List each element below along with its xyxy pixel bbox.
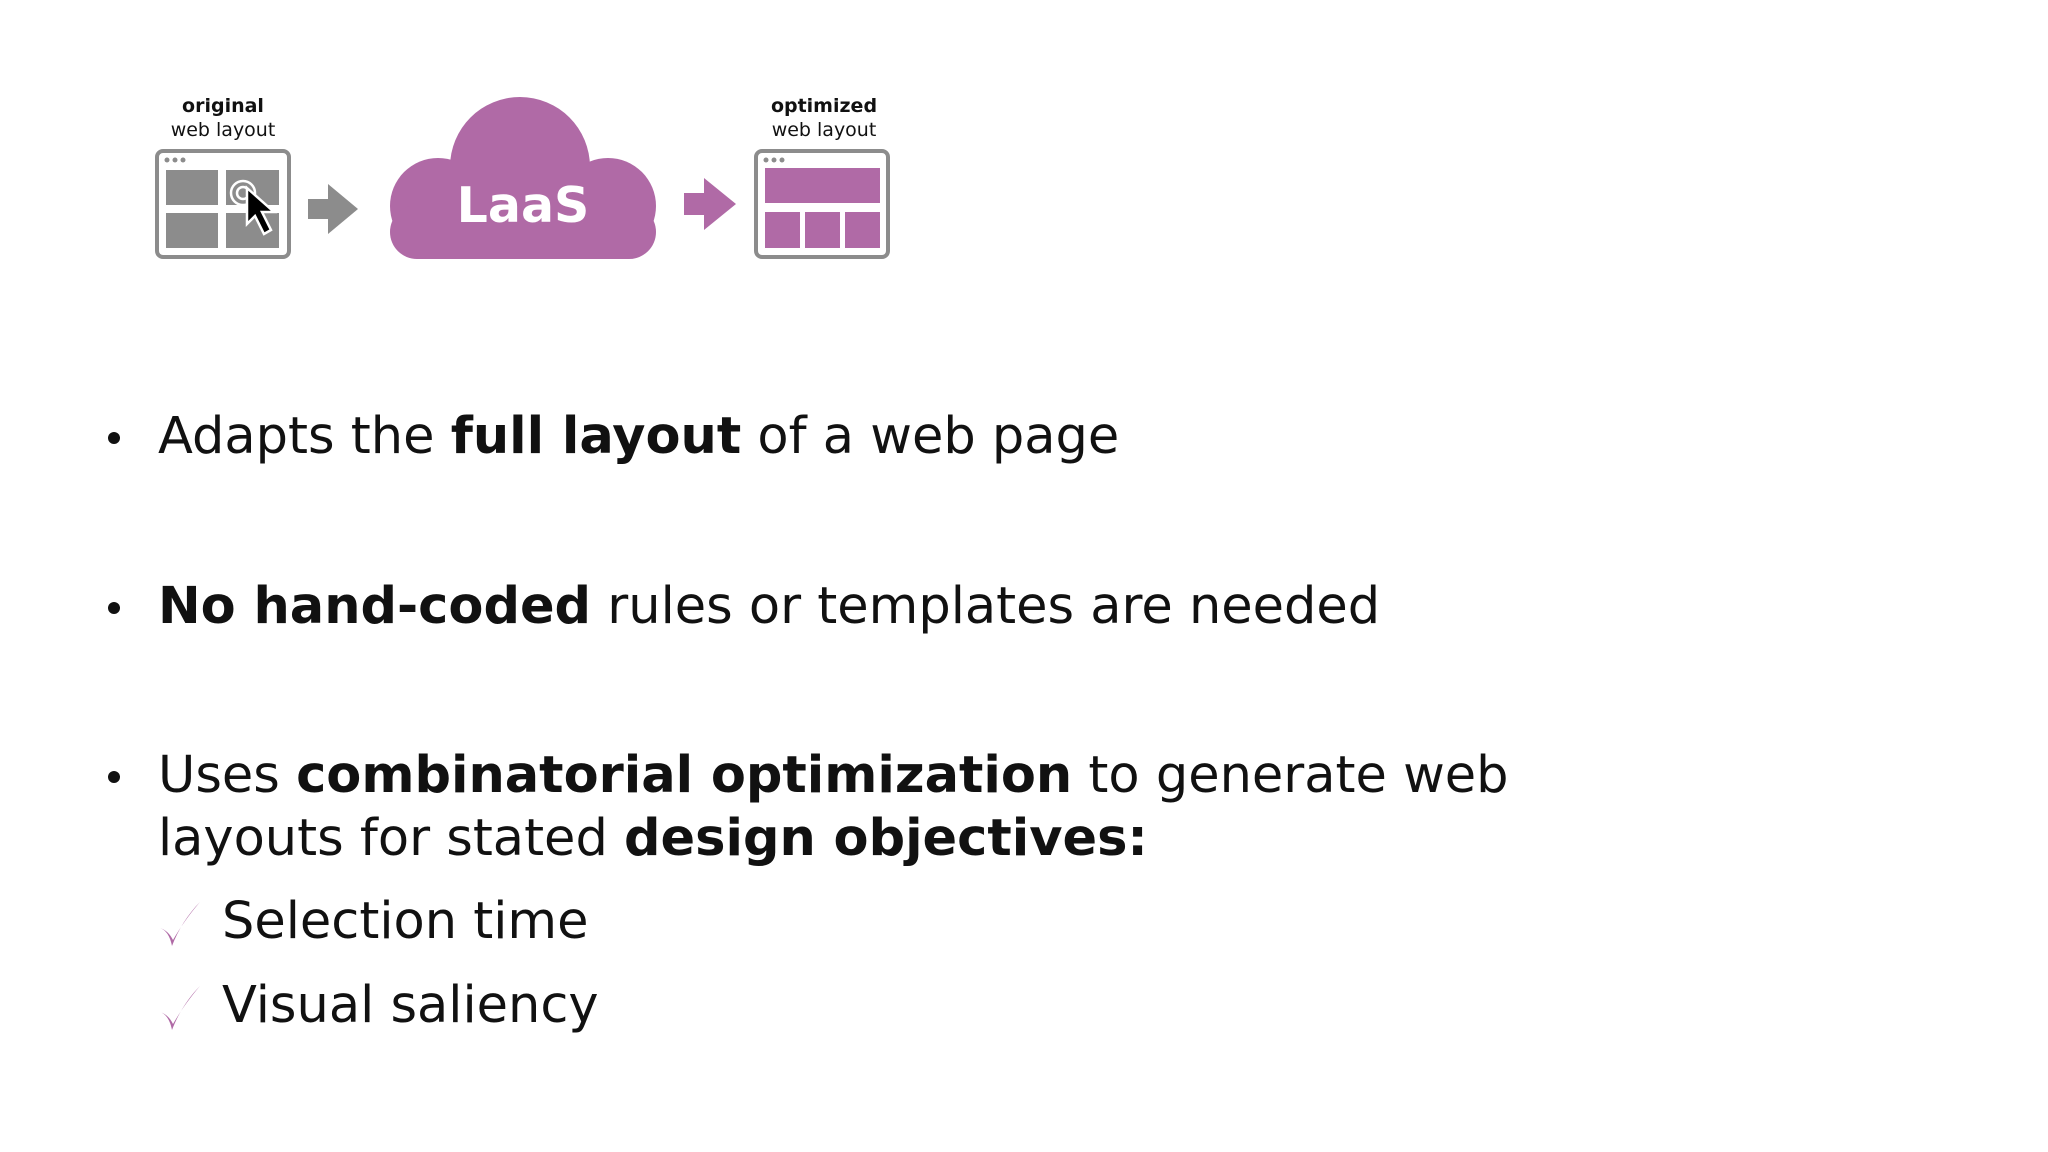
bullet-text-line2-bold: design objectives: (624, 809, 1148, 868)
bullet-text-bold: full layout (450, 407, 742, 466)
bullet-text-post: of a web page (741, 407, 1120, 466)
bullet-dot-icon (108, 771, 120, 783)
bullet-item: No hand-coded rules or templates are nee… (100, 575, 1400, 638)
bullet-item: Uses combinatorial optimization to gener… (100, 744, 1509, 874)
bullet-text-bold: combinatorial optimization (296, 746, 1073, 805)
optimized-caption-text: web layout (771, 119, 877, 141)
objective-item: Visual saliency (158, 974, 758, 1037)
layout-diagram-graphic (155, 97, 890, 259)
bullet-text: No hand-coded rules or templates are nee… (158, 575, 1380, 638)
original-layout-caption: original web layout (123, 94, 323, 142)
cursor-icon (245, 185, 278, 236)
bullet-item: Adapts the full layout of a web page (100, 405, 1400, 468)
optimized-layout-caption: optimized web layout (724, 94, 924, 142)
optimized-caption-bold: optimized (770, 95, 878, 117)
original-caption-text: web layout (170, 119, 276, 141)
objective-item: Selection time (158, 890, 758, 953)
bullet-text-pre: Uses (158, 746, 297, 805)
original-caption-bold: original (182, 95, 264, 117)
checkmark-icon (160, 986, 200, 1030)
checkmark-icon (160, 902, 200, 946)
bullet-dot-icon (108, 602, 120, 614)
bullet-dot-icon (108, 432, 120, 444)
bullet-text: Uses combinatorial optimization to gener… (158, 744, 1509, 870)
bullet-text-line2-pre: layouts for stated (158, 809, 625, 868)
optimized-layout-icon (754, 149, 890, 259)
layout-diagram: original web layout LaaS optimized web l… (0, 0, 1000, 300)
bullet-text-post: to generate web (1072, 746, 1509, 805)
service-label: LaaS (456, 177, 590, 234)
bullet-text-bold: No hand-coded (158, 577, 592, 636)
bullet-text-post: rules or templates are needed (591, 577, 1381, 636)
bullet-text: Adapts the full layout of a web page (158, 405, 1119, 468)
objective-label: Selection time (222, 892, 589, 951)
bullet-text-pre: Adapts the (158, 407, 451, 466)
objective-label: Visual saliency (222, 976, 599, 1035)
arrow-right-icon (308, 184, 358, 234)
arrow-right-accent-icon (684, 178, 736, 230)
cloud-icon (390, 97, 656, 259)
bullet-list: Adapts the full layout of a web page No … (100, 0, 1600, 1152)
